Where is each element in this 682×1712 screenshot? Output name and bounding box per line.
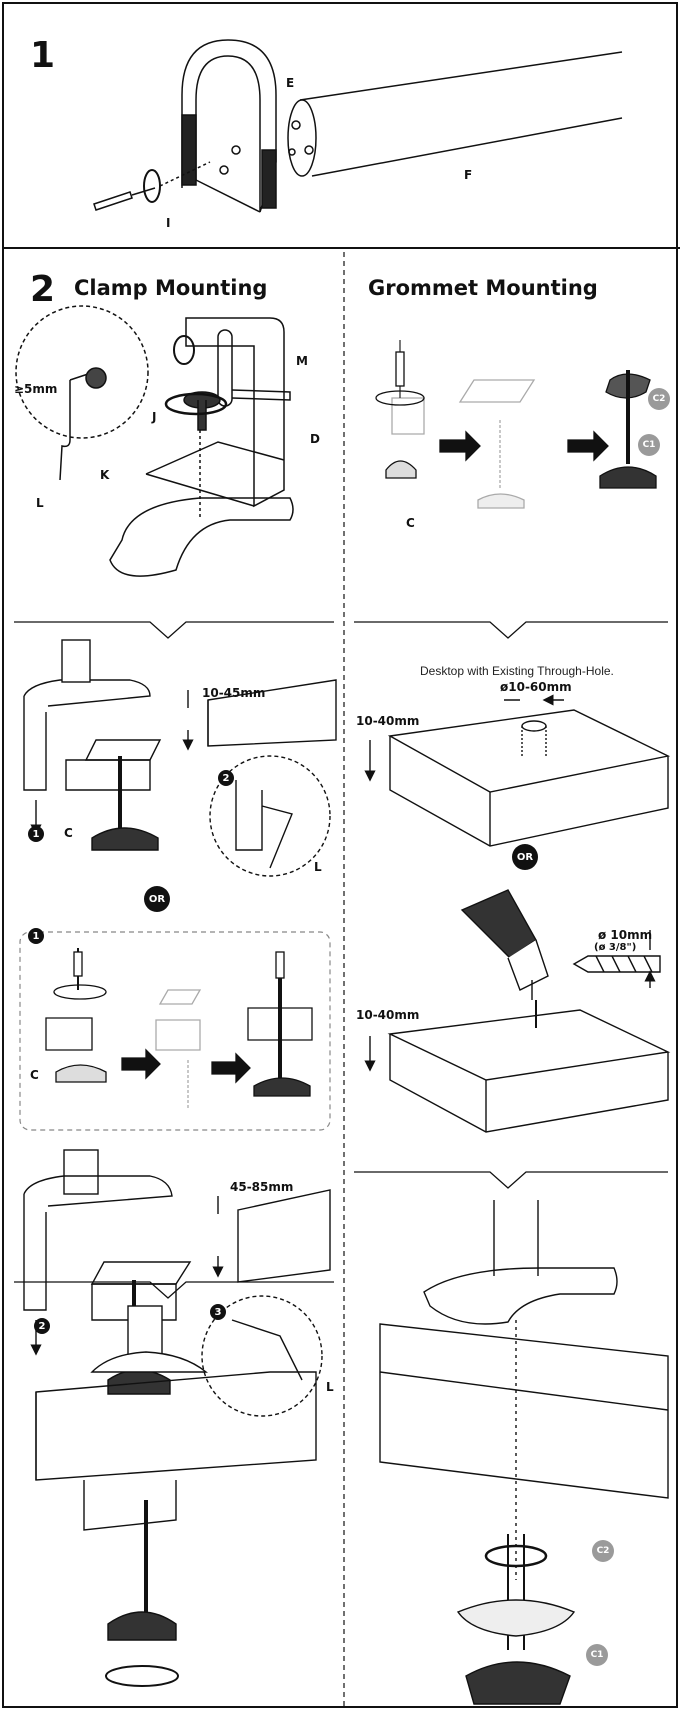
clamp-mount-illustration bbox=[15, 305, 294, 577]
step1-bracket bbox=[181, 39, 277, 213]
existing-hole-caption: Desktop with Existing Through-Hole. bbox=[420, 664, 614, 678]
desk-drill bbox=[364, 889, 671, 1133]
label-j: J bbox=[152, 410, 157, 424]
grommet-sequence bbox=[375, 340, 657, 509]
label-grommet-c: C bbox=[406, 516, 415, 530]
step1-tube bbox=[287, 51, 623, 177]
label-d: D bbox=[310, 432, 320, 446]
label-k: K bbox=[100, 468, 110, 482]
label-c-option: C bbox=[30, 1068, 39, 1082]
label-c-thin: C bbox=[64, 826, 73, 840]
badge-c2-top: C2 bbox=[648, 388, 670, 410]
badge-c1-top: C1 bbox=[638, 434, 660, 456]
clamp-mounting-heading: Clamp Mounting bbox=[74, 276, 268, 300]
label-l-thick: L bbox=[326, 1380, 334, 1394]
step-number-2: 2 bbox=[30, 269, 56, 310]
step-badge-2: 2 bbox=[218, 770, 234, 786]
badge-c1-bottom: C1 bbox=[586, 1644, 608, 1666]
clamp-thick-desk bbox=[23, 1149, 331, 1417]
badge-c2-bottom: C2 bbox=[592, 1540, 614, 1562]
label-l: L bbox=[36, 496, 44, 510]
step-badge-3: 3 bbox=[210, 1304, 226, 1320]
grommet-final bbox=[379, 1200, 669, 1705]
step-badge-thick-2: 2 bbox=[34, 1318, 50, 1334]
step1-screwdriver bbox=[93, 161, 211, 211]
drill-size-imperial: (ø 3/8") bbox=[594, 942, 637, 953]
label-l-thin: L bbox=[314, 860, 322, 874]
label-e: E bbox=[286, 76, 295, 90]
option-box bbox=[19, 931, 331, 1131]
or-badge-grommet: OR bbox=[512, 844, 538, 870]
desk-existing-hole bbox=[364, 700, 671, 847]
thickness-drill: 10-40mm bbox=[356, 1008, 420, 1022]
clamp-option-sequence bbox=[45, 948, 313, 1110]
grommet-mounting-heading: Grommet Mounting bbox=[368, 276, 598, 300]
label-i: I bbox=[166, 216, 171, 230]
range-10-45: 10-45mm bbox=[202, 686, 266, 700]
label-min-gap: ≥5mm bbox=[14, 382, 58, 396]
or-badge-clamp: OR bbox=[144, 886, 170, 912]
step-number-1: 1 bbox=[30, 35, 56, 76]
step-badge-option-1: 1 bbox=[28, 928, 44, 944]
hole-range: ø10-60mm bbox=[500, 680, 572, 694]
label-f: F bbox=[464, 168, 473, 182]
clamp-final bbox=[35, 1305, 317, 1687]
label-m: M bbox=[296, 354, 308, 368]
step-badge-1: 1 bbox=[28, 826, 44, 842]
drill-size: ø 10mm bbox=[598, 928, 653, 942]
thickness-existing: 10-40mm bbox=[356, 714, 420, 728]
chevron-dividers bbox=[14, 621, 668, 1299]
clamp-thin-desk bbox=[23, 639, 337, 877]
range-45-85: 45-85mm bbox=[230, 1180, 294, 1194]
